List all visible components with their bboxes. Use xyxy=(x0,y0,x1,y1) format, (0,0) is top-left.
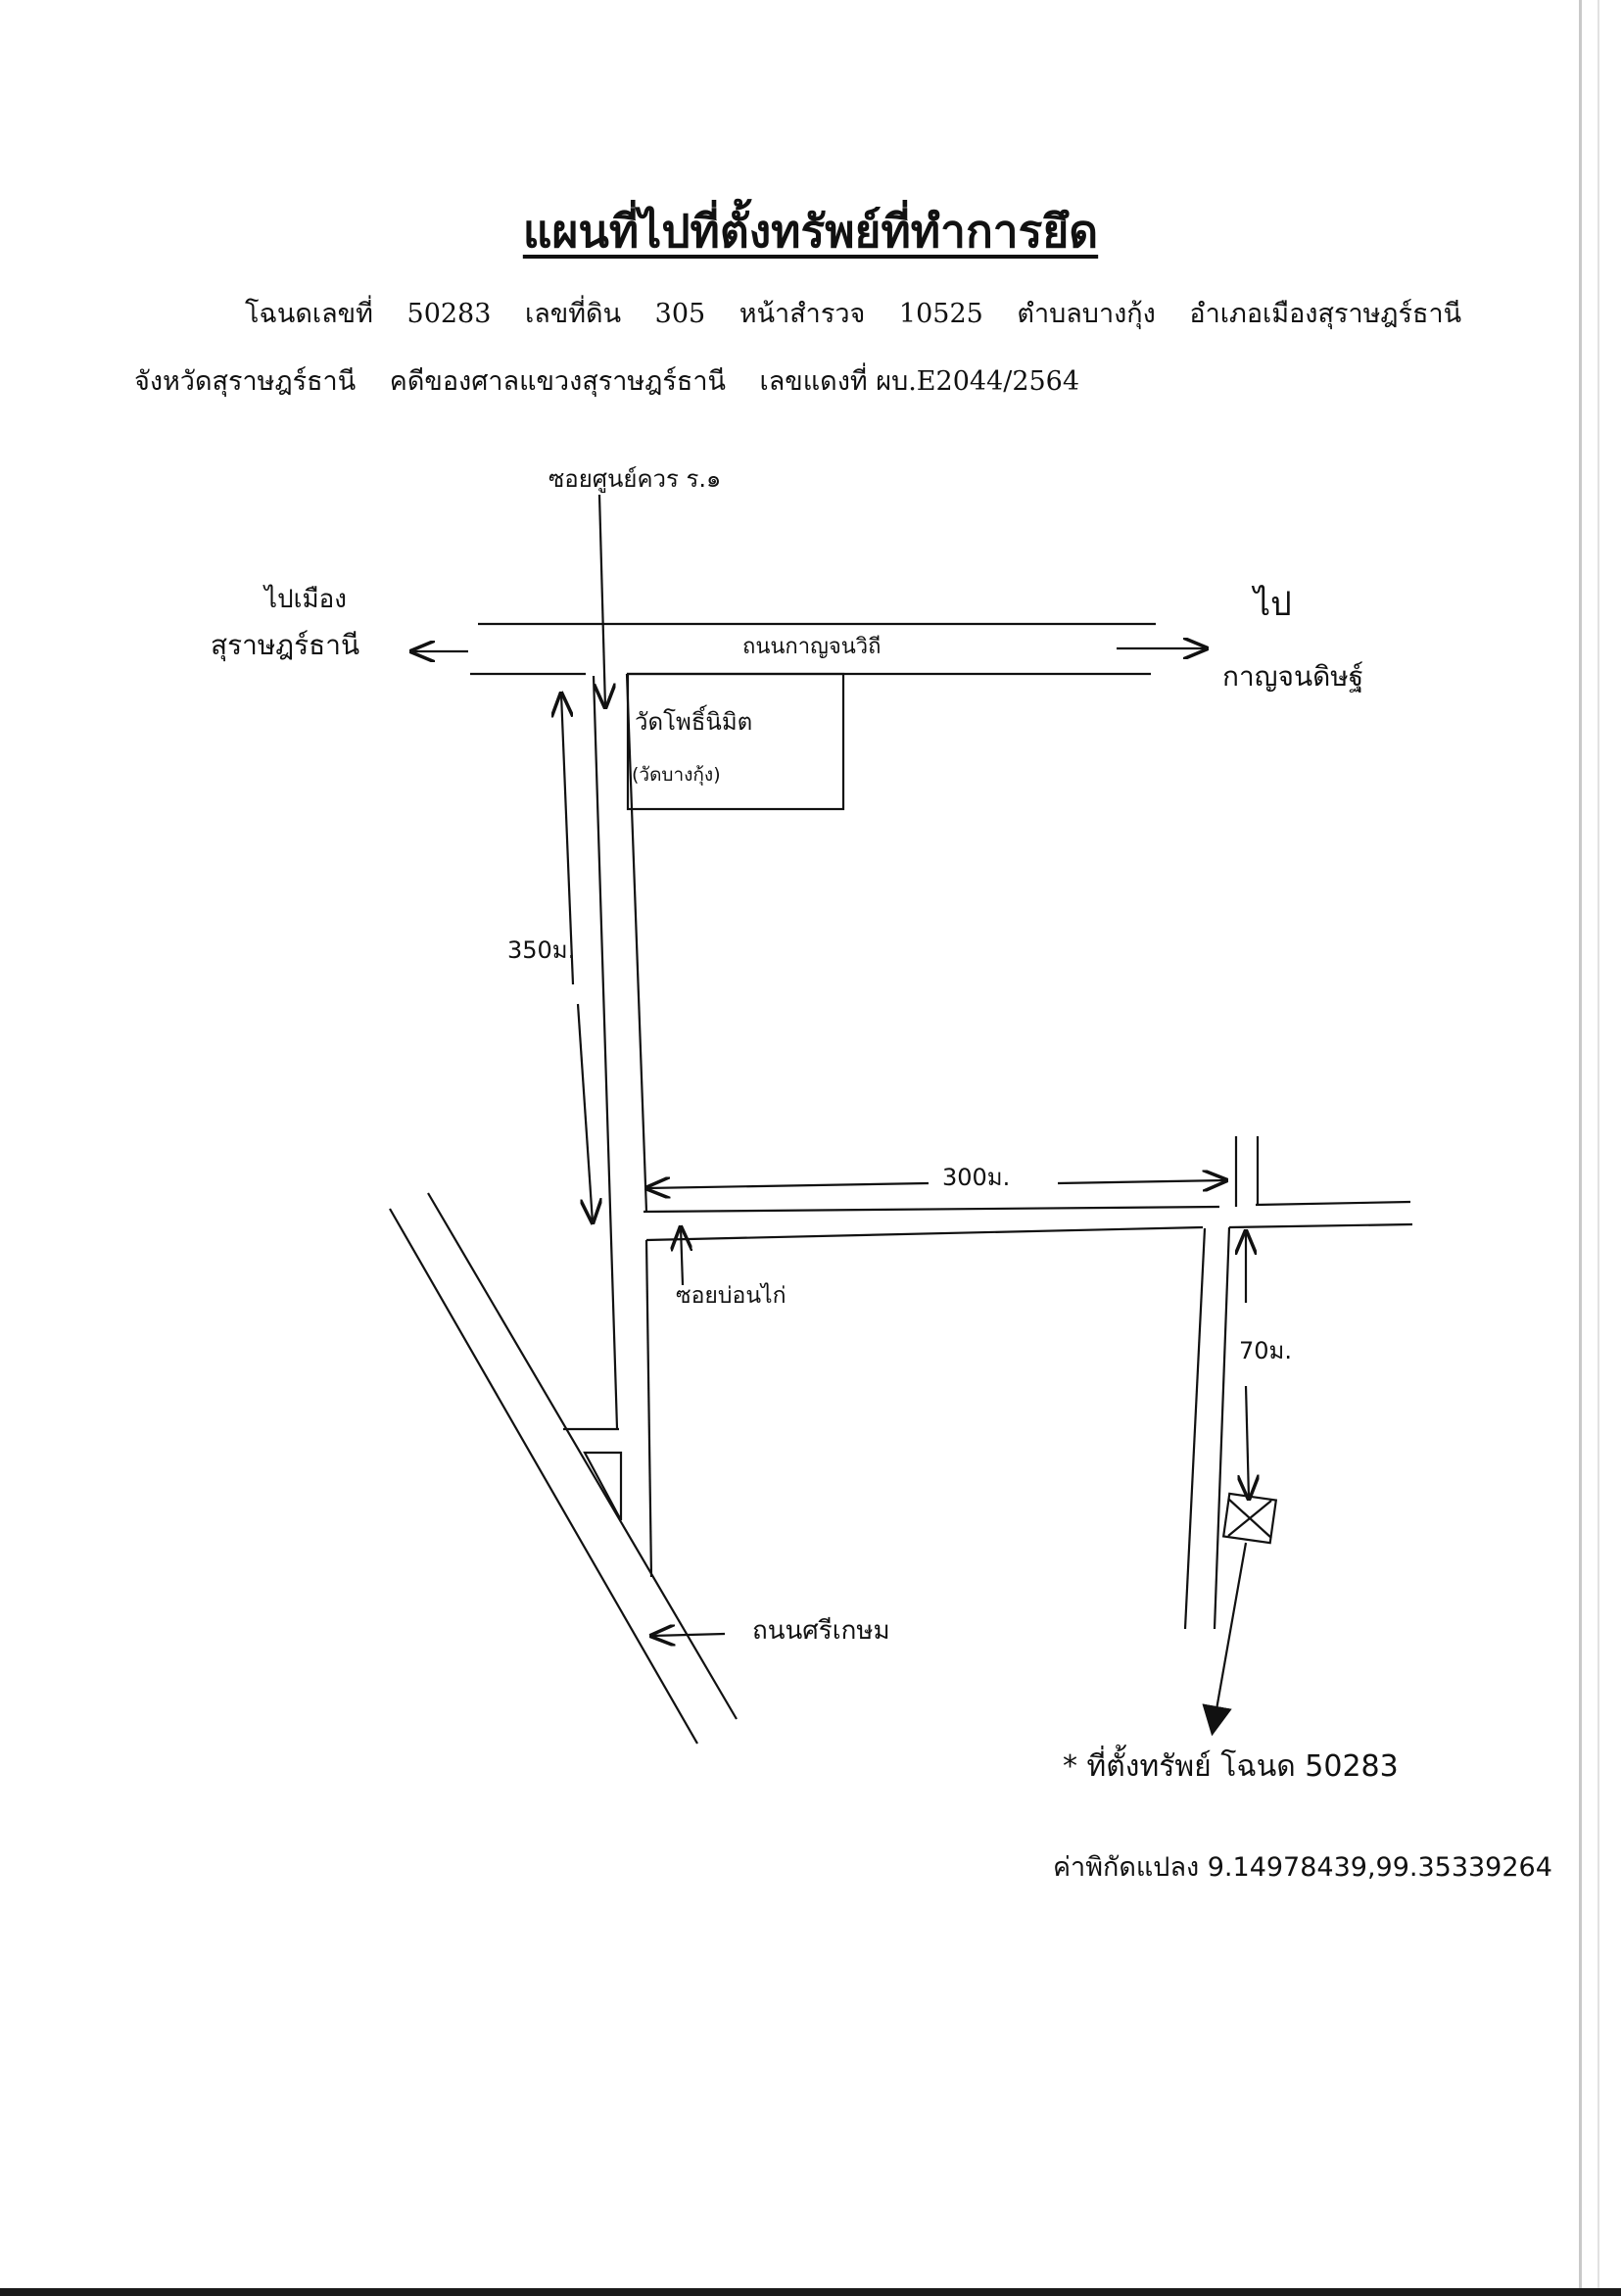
survey-number: 10525 xyxy=(898,299,983,329)
land-number: 305 xyxy=(654,299,706,329)
main-road-label: ถนนกาญจนวิถี xyxy=(742,635,881,659)
deed-number: 50283 xyxy=(406,299,492,329)
property-pointer xyxy=(1202,1542,1248,1737)
highway-left-edge xyxy=(389,1208,698,1745)
distance-350-label: 350ม. xyxy=(507,936,575,964)
subdistrict: ตำบลบางกุ้ง xyxy=(1017,299,1156,329)
soi-label-arrow xyxy=(681,1227,683,1286)
court-case: คดีของศาลแขวงสุราษฎร์ธานี xyxy=(389,366,726,397)
page-edge-right-2 xyxy=(1597,0,1599,2296)
document-title: แผนที่ไปที่ตั้งทรัพย์ที่ทำการยึด xyxy=(522,205,1099,258)
temple-name: วัดโพธิ์นิมิต xyxy=(635,704,752,736)
red-case-number: เลขแดงที่ ผบ.E2044/2564 xyxy=(759,366,1080,397)
to-kanchanadit-line1: ไป xyxy=(1251,585,1292,624)
parcel-cross-2 xyxy=(1227,1500,1272,1537)
property-lane-right xyxy=(1213,1226,1231,1630)
distance-70-label: 70ม. xyxy=(1239,1337,1292,1364)
soi-east-top xyxy=(1255,1200,1411,1207)
coordinates-label: ค่าพิกัดแปลง 9.14978439,99.35339264 xyxy=(1053,1852,1552,1883)
district: อำเภอเมืองสุราษฎร์ธานี xyxy=(1189,299,1462,329)
highway-label: ถนนศรีเกษม xyxy=(752,1616,890,1646)
lane-right-edge xyxy=(625,673,648,1213)
dim-350-arrow-down xyxy=(576,1003,593,1222)
top-soi-arrow xyxy=(599,494,605,707)
property-note: * ที่ตั้งทรัพย์ โฉนด 50283 xyxy=(1063,1745,1399,1784)
dim-300-arrow-right xyxy=(1057,1180,1226,1183)
survey-label: หน้าสำรวจ xyxy=(739,299,866,329)
temple-alt-name: (วัดบางกุ้ง) xyxy=(632,764,721,787)
highway-right-edge xyxy=(427,1192,738,1720)
deed-label: โฉนดเลขที่ xyxy=(245,299,373,329)
temple-box xyxy=(626,672,845,811)
to-city-line2: สุราษฎร์ธานี xyxy=(211,629,359,662)
page-edge-bottom xyxy=(0,2288,1621,2296)
highway-label-arrow xyxy=(651,1634,726,1636)
deed-info-line: โฉนดเลขที่ 50283 เลขที่ดิน 305 หน้าสำรวจ… xyxy=(245,292,1487,334)
soi-top-edge xyxy=(643,1205,1220,1214)
property-parcel xyxy=(1221,1492,1278,1545)
traffic-island xyxy=(583,1451,623,1521)
lane-left-edge xyxy=(592,675,619,1429)
property-lane-left xyxy=(1183,1227,1207,1630)
distance-300-label: 300ม. xyxy=(942,1164,1010,1191)
case-info-line: จังหวัดสุราษฎร์ธานี คดีของศาลแขวงสุราษฎร… xyxy=(134,359,1105,402)
soi-east-bottom xyxy=(1228,1222,1413,1229)
soi-bonkai-label: ซอยบ่อนไก่ xyxy=(676,1282,787,1309)
dim-350-arrow-up xyxy=(561,694,575,985)
to-kanchanadit-line2: กาญจนดิษฐ์ xyxy=(1222,660,1363,693)
page-edge-right xyxy=(1579,0,1582,2296)
lower-lane-edge xyxy=(644,1239,653,1578)
soi-bottom-edge xyxy=(645,1225,1204,1242)
road-top-label: ซอยศูนย์ควร ร.๑ xyxy=(548,465,721,494)
land-number-label: เลขที่ดิน xyxy=(525,299,622,329)
to-city-line1: ไปเมือง xyxy=(262,584,347,614)
province: จังหวัดสุราษฎร์ธานี xyxy=(134,366,357,397)
dim-70-arrow-down xyxy=(1246,1385,1249,1499)
dim-300-arrow-left xyxy=(646,1183,930,1188)
